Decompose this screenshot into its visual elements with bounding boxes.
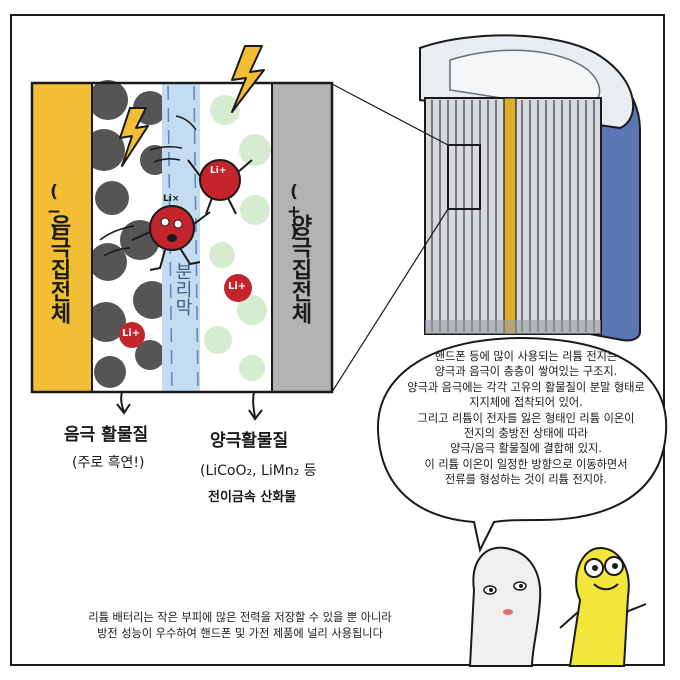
speech-line: 핸드폰 등에 많이 사용되는 리튬 전지는 <box>434 350 618 363</box>
separator-label: 분리막 <box>172 262 193 316</box>
lithium-ion-label: Li× <box>163 194 180 204</box>
speech-line: 전류를 형성하는 것이 리튬 전지야. <box>445 473 607 487</box>
cathode-material-note: 전이금속 산화물 <box>208 490 297 505</box>
running-lithium-character <box>131 205 211 271</box>
speech-line: 전지의 충방전 상태에 따라 <box>464 427 588 441</box>
anode-collector-label: 음극집전체 <box>46 214 71 324</box>
lithium-ion <box>119 322 145 348</box>
zoom-box <box>447 144 481 210</box>
lithium-ion <box>224 274 252 302</box>
yellow-character <box>559 546 647 667</box>
lithium-ion-label: Li+ <box>210 166 227 176</box>
cathode-material-title: 양극활물질 <box>210 431 289 451</box>
lightning-icon <box>119 45 265 167</box>
lithium-ion-label: Li+ <box>122 328 141 339</box>
caption-line: 리튬 배터리는 작은 부피에 많은 전력을 저장할 수 있을 뿐 아니라 <box>88 611 392 624</box>
anode-sign: (−) <box>44 182 64 242</box>
motion-lines <box>99 115 197 257</box>
comic-panel-frame <box>10 14 665 666</box>
cylindrical-battery <box>419 34 641 342</box>
speech-line: 양극과 음극이 층층이 쌓여있는 구조지. <box>434 365 618 379</box>
anode-material-title: 음극 활물질 <box>64 425 149 445</box>
speech-bubble <box>376 336 668 553</box>
caption: 리튬 배터리는 작은 부피에 많은 전력을 저장할 수 있을 뿐 아니라 방전 … <box>30 610 450 642</box>
anode-material-note: (주로 흑연!) <box>72 455 145 471</box>
speech-line: 그리고 리튬이 전자를 잃은 형태인 리튬 이온이 <box>417 411 635 425</box>
speech-bubble-text: 핸드폰 등에 많이 사용되는 리튬 전지는 양극과 음극이 층층이 쌓여있는 구… <box>390 349 662 488</box>
speech-line: 양극과 음극에는 각각 고유의 활물질이 분말 형태로 <box>407 380 645 394</box>
cathode-sign: (+) <box>284 182 304 242</box>
cathode-collector-label: 양극집전체 <box>287 214 312 324</box>
cathode-material-examples: (LiCoO₂, LiMn₂ 등 <box>200 463 317 479</box>
white-character <box>468 546 542 667</box>
caption-line: 방전 성능이 우수하여 핸드폰 및 가전 제품에 널리 사용됩니다 <box>97 627 383 640</box>
running-lithium-character <box>187 159 253 215</box>
electrode-layers <box>431 100 595 332</box>
speech-line: 이 리튬 이온이 일정한 방향으로 이동하면서 <box>424 457 628 471</box>
speech-line: 지지체에 접착되어 있어. <box>469 396 583 410</box>
lithium-ion-label: Li+ <box>228 281 247 292</box>
layer-diagram <box>30 80 334 421</box>
speech-line: 양극/음극 활물질에 결합해 있지. <box>450 442 602 456</box>
